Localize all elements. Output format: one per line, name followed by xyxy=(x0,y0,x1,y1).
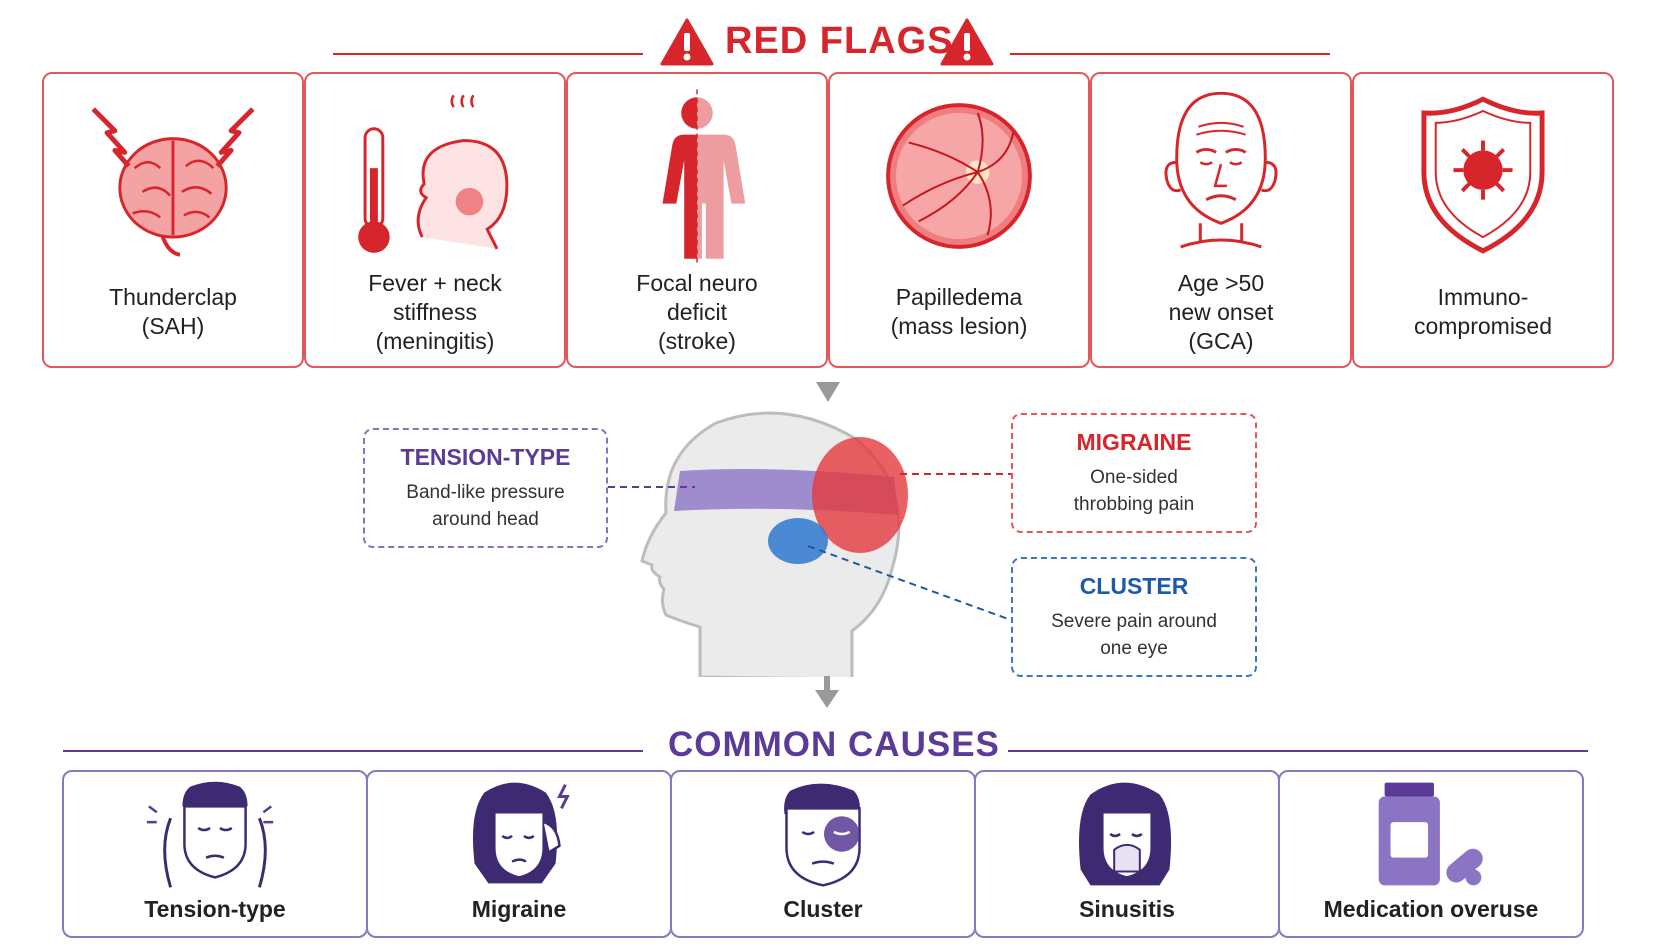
cause-label: Cluster xyxy=(783,896,863,922)
red-flag-card-thunderclap: Thunderclap (SAH) xyxy=(42,72,304,368)
migraine-callout: MIGRAINE One-sided throbbing pain xyxy=(1011,413,1257,533)
brain-icon xyxy=(91,107,255,257)
common-causes-rule-left xyxy=(63,750,643,752)
red-flag-label: Fever + neck stiffness (meningitis) xyxy=(368,269,502,354)
tension-type-callout-desc: Band-like pressure around head xyxy=(406,482,565,530)
cause-card-medication-overuse: Medication overuse xyxy=(1278,770,1584,938)
common-causes-title: COMMON CAUSES xyxy=(668,725,1000,764)
migraine-callout-desc: One-sided throbbing pain xyxy=(1073,467,1195,515)
half-body-icon xyxy=(662,89,757,268)
cause-card-sinusitis: Sinusitis xyxy=(974,770,1280,938)
cluster-eye-icon xyxy=(784,783,861,887)
red-flag-label: Age >50 new onset (GCA) xyxy=(1168,269,1274,354)
warning-icon-right xyxy=(940,18,994,66)
cause-card-migraine: Migraine xyxy=(366,770,672,938)
migraine-callout-title: MIGRAINE xyxy=(1076,429,1192,455)
cluster-callout: CLUSTER Severe pain around one eye xyxy=(1011,557,1257,677)
tension-type-callout-title: TENSION-TYPE xyxy=(400,444,571,470)
arrow-down-icon xyxy=(816,382,840,402)
tension-head-icon xyxy=(146,781,274,888)
retina-icon xyxy=(886,103,1032,249)
red-flag-card-stroke: Focal neuro deficit (stroke) xyxy=(566,72,828,368)
elderly-face-icon xyxy=(1164,91,1278,249)
head-diagram xyxy=(640,411,908,677)
red-flags-rule-left xyxy=(333,53,643,55)
sinus-woman-icon xyxy=(1078,782,1172,886)
red-flag-card-gca: Age >50 new onset (GCA) xyxy=(1090,72,1352,368)
red-flag-label: Papilledema (mass lesion) xyxy=(890,284,1028,339)
cause-label: Medication overuse xyxy=(1323,896,1539,922)
cause-label: Sinusitis xyxy=(1079,896,1175,922)
tension-type-callout: TENSION-TYPE Band-like pressure around h… xyxy=(363,428,608,548)
common-causes-rule-right xyxy=(1008,750,1588,752)
cause-card-cluster: Cluster xyxy=(670,770,976,938)
red-flag-label: Thunderclap (SAH) xyxy=(109,284,237,339)
cluster-callout-title: CLUSTER xyxy=(1079,573,1189,599)
pill-bottle-icon xyxy=(1378,782,1483,886)
red-flag-card-immunocompromised: Immuno- compromised xyxy=(1352,72,1614,368)
thermometer-head-icon xyxy=(358,94,509,253)
red-flag-card-papilledema: Papilledema (mass lesion) xyxy=(828,72,1090,368)
red-flag-label: Immuno- compromised xyxy=(1413,284,1553,339)
red-flag-label: Focal neuro deficit (stroke) xyxy=(636,269,758,354)
warning-icon-left xyxy=(660,18,714,66)
red-flags-title: RED FLAGS xyxy=(725,20,954,62)
cause-card-tension-type: Tension-type xyxy=(62,770,368,938)
red-flag-card-meningitis: Fever + neck stiffness (meningitis) xyxy=(304,72,566,368)
red-flags-rule-right xyxy=(1010,53,1330,55)
migraine-woman-icon xyxy=(472,782,570,884)
virus-shield-icon xyxy=(1421,96,1545,254)
cause-label: Tension-type xyxy=(144,896,286,922)
arrow-down-icon xyxy=(815,676,839,708)
cause-label: Migraine xyxy=(471,896,567,922)
cluster-callout-desc: Severe pain around one eye xyxy=(1051,611,1217,659)
